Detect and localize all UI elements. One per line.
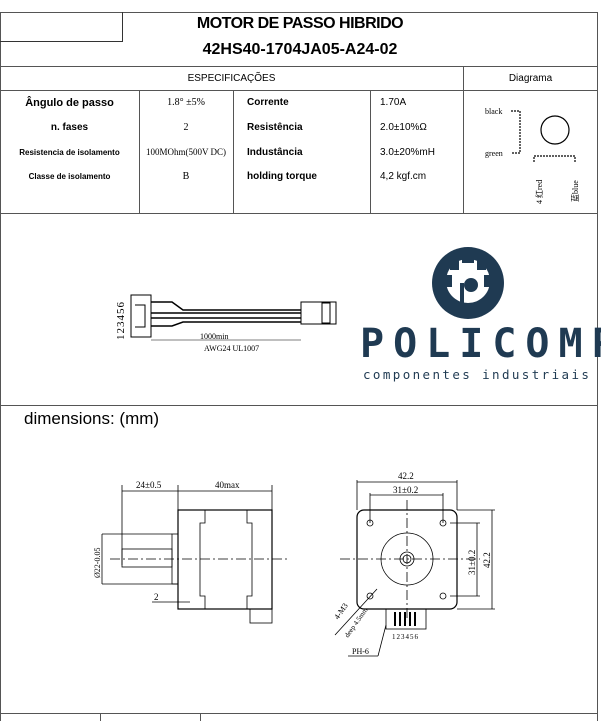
wiring-diagram: black green 4 红red 蓝blue [485,107,580,204]
wire-label-blue: 蓝blue [570,180,580,202]
divider [463,66,464,213]
spec-label: Corrente [247,97,289,108]
divider [233,90,234,213]
divider [0,66,598,67]
wire-label-green: green [485,149,503,158]
dim-connector-pins: 123456 [392,633,419,641]
logo-box [0,12,123,42]
cable-pin-numbers: 123456 [115,301,127,340]
dimension-drawing: 24±0.5 40max Ø22-0.05 2 42.2 31±0.2 31±0… [93,471,495,657]
cable-drawing: 123456 1000min AWG24 UL1007 [115,294,337,353]
wire-label-black: black [485,107,502,116]
dim-hole-spacing: 31±0.2 [393,485,418,495]
spec-value: 2.0±10%Ω [380,122,427,133]
spec-value: 1.8° ±5% [167,97,205,108]
specs-header: ESPECIFICAÇÕES [187,72,276,84]
document-title: MOTOR DE PASSO HIBRIDO [196,15,404,32]
model-number: 42HS40-1704JA05-A24-02 [202,41,398,58]
cable-length: 1000min [200,332,228,341]
divider [0,713,598,714]
spec-label: Ângulo de passo [25,96,114,109]
policomp-tagline: componentes industriais [363,367,592,382]
divider [200,713,201,721]
divider [139,90,140,213]
policomp-logo-name: POLICOMP [360,321,601,367]
dim-width: 42.2 [398,471,414,481]
dim-shaft-length: 24±0.5 [136,480,162,490]
dim-flange: 2 [154,592,159,602]
cable-wire-spec: AWG24 UL1007 [204,344,259,353]
dim-body-length: 40max [215,480,240,490]
spec-label: holding torque [247,171,317,182]
spec-label: n. fases [50,122,89,133]
frame-top [0,12,598,13]
motor-symbol [540,115,570,145]
spec-label: Classe de isolamento [28,172,111,181]
spec-value: 4,2 kgf.cm [380,171,427,182]
divider [0,213,598,214]
divider [370,90,371,213]
spec-value: 3.0±20%mH [380,146,435,158]
diagram-header: Diagrama [508,72,553,84]
spec-value: 100MOhm(500V DC) [145,147,227,157]
dim-hole-spacing-vertical: 31±0.2 [467,550,477,575]
divider [100,713,101,721]
spec-value: 2 [183,122,189,133]
frame-left [0,12,1,721]
divider [0,90,598,91]
dim-height: 42.2 [482,552,492,568]
policomp-gear-logo [432,247,504,319]
dim-screw: 4-M3 [332,601,350,621]
dim-connector: PH-6 [352,647,369,656]
spec-label: Industância [247,146,303,158]
dimensions-title: dimensions: (mm) [24,409,160,428]
dim-shaft-diameter: Ø22-0.05 [93,548,102,578]
spec-value: 1.70A [380,97,407,108]
dim-screw-depth: deep 4.5mm [343,606,370,639]
spec-value: B [182,171,190,182]
frame-right [597,12,598,721]
spec-label: Resistência [247,122,303,133]
divider [0,405,598,406]
spec-label: Resistencia de isolamento [19,147,120,157]
wire-label-red: 4 红red [534,180,544,204]
